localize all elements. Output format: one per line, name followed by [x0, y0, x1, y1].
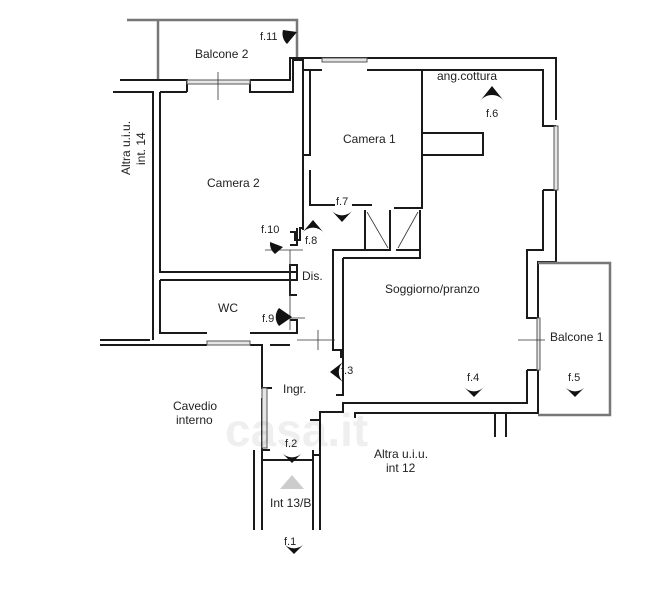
label-altra-12-1: Altra u.i.u.	[374, 447, 428, 461]
camera-f8-icon	[302, 220, 324, 233]
camera-f9-icon	[275, 308, 292, 326]
label-cavedio-2: interno	[176, 413, 213, 427]
camera-f11-icon	[282, 30, 297, 44]
label-balcone-2: Balcone 2	[195, 47, 249, 61]
walls	[100, 57, 557, 530]
balcone-2-walls	[127, 18, 299, 80]
camera-f4-icon	[463, 386, 485, 397]
label-wc: WC	[218, 301, 238, 315]
camera-f5-icon	[564, 386, 586, 397]
label-dis: Dis.	[302, 269, 323, 283]
label-f8: f.8	[305, 235, 317, 247]
label-f4: f.4	[467, 372, 479, 384]
camera-f6-icon	[480, 86, 504, 101]
watermark: casa.it	[225, 404, 368, 456]
label-int-13b: Int 13/B	[270, 496, 311, 510]
label-altra-12-2: int 12	[386, 461, 416, 475]
label-altra-14-1: Altra u.i.u.	[119, 121, 133, 175]
label-balcone-1: Balcone 1	[550, 330, 604, 344]
camera-f10-icon	[269, 242, 283, 254]
label-f11: f.11	[260, 31, 278, 43]
label-f1: f.1	[284, 536, 296, 548]
label-ang-cottura: ang.cottura	[437, 69, 497, 83]
camera-f3-icon	[330, 362, 343, 382]
label-f9: f.9	[262, 313, 274, 325]
label-f2: f.2	[285, 438, 297, 450]
room-labels: Balcone 2 Camera 1 Camera 2 ang.cottura …	[119, 47, 604, 510]
windows	[186, 57, 559, 449]
label-ingr: Ingr.	[283, 382, 306, 396]
label-f5: f.5	[568, 372, 580, 384]
label-f10: f.10	[261, 224, 279, 236]
label-f7: f.7	[336, 196, 348, 208]
label-f3: f.3	[341, 365, 353, 377]
photo-point-labels: f.1 f.2 f.3 f.4 f.5 f.6 f.7 f.8 f.9 f.10…	[260, 31, 580, 548]
camera-f2-icon	[281, 452, 303, 463]
label-altra-14-2: int. 14	[134, 132, 148, 165]
label-cavedio-1: Cavedio	[173, 399, 217, 413]
label-soggiorno: Soggiorno/pranzo	[385, 282, 480, 296]
camera-markers	[269, 30, 586, 554]
label-f6: f.6	[486, 108, 498, 120]
camera-f7-icon	[331, 210, 353, 222]
label-camera-1: Camera 1	[343, 132, 396, 146]
entrance-arrow-icon	[280, 475, 304, 489]
label-camera-2: Camera 2	[207, 176, 260, 190]
camera-f1-icon	[283, 543, 305, 554]
balcone-1-walls	[538, 261, 612, 417]
